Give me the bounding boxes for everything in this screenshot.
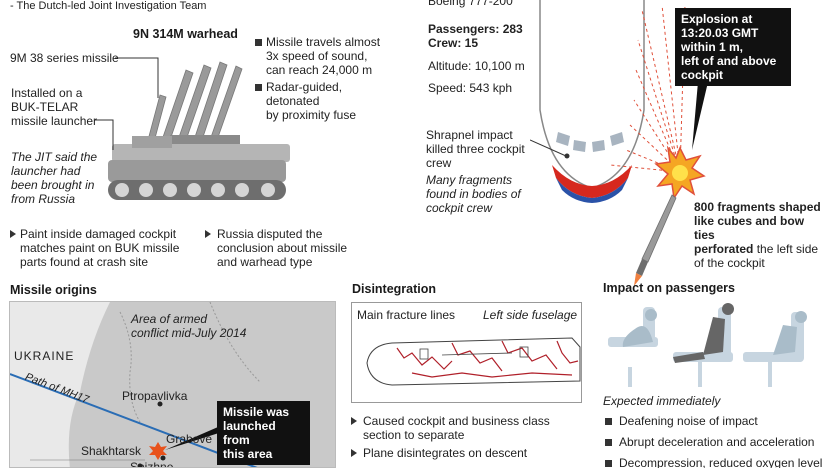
aircraft-model: Boeing 777-200 bbox=[428, 0, 513, 8]
cockpit-diagram bbox=[539, 0, 708, 286]
disintegration-point-2: Plane disintegrates on descent bbox=[351, 446, 527, 460]
missile-label: 9M 38 series missile bbox=[10, 51, 119, 65]
missile-fact-1: Missile travels almost 3x speed of sound… bbox=[255, 35, 380, 77]
crew-count: Crew: 15 bbox=[428, 36, 479, 50]
passengers-illustration bbox=[608, 303, 807, 387]
explosion-callout: Explosion at 13:20.03 GMT within 1 m, le… bbox=[675, 8, 791, 86]
conflict-area-label: Area of armed conflict mid-July 2014 bbox=[131, 312, 247, 340]
fracture-diagram: Main fracture lines Left side fuselage bbox=[351, 302, 582, 403]
place-shakhtarsk: Shakhtarsk bbox=[81, 444, 142, 458]
speed: Speed: 543 kph bbox=[428, 81, 513, 95]
fracture-diagram-label: Main fracture lines bbox=[357, 308, 456, 322]
arrow-bullet-icon bbox=[351, 449, 357, 457]
finding-russia: Russia disputed the conclusion about mis… bbox=[205, 227, 347, 269]
fuselage-red-stripe bbox=[552, 165, 632, 198]
fragments-note: Many fragments found in bodies of cockpi… bbox=[426, 173, 521, 215]
arrow-bullet-icon bbox=[205, 230, 211, 238]
arrow-bullet-icon bbox=[10, 230, 16, 238]
impact-effect-1: Deafening noise of impact bbox=[605, 414, 758, 428]
origins-map: Area of armed conflict mid-July 2014 UKR… bbox=[9, 301, 336, 468]
launch-callout: Missile was launched from this area bbox=[217, 401, 310, 465]
explosion-icon bbox=[654, 145, 706, 201]
fuselage-blue-stripe bbox=[556, 178, 628, 203]
disintegration-point-1: Caused cockpit and business class sectio… bbox=[351, 414, 550, 442]
missile-pointer-lines bbox=[95, 57, 159, 150]
fuselage-side-label: Left side fuselage bbox=[483, 308, 578, 322]
fracture-lines bbox=[396, 340, 579, 378]
jit-note: The JIT said the launcher had been broug… bbox=[11, 150, 98, 206]
altitude: Altitude: 10,100 m bbox=[428, 59, 525, 73]
source-note: - The Dutch-led Joint Investigation Team bbox=[10, 0, 207, 12]
place-grabove: Grabove bbox=[166, 432, 213, 446]
place-snizhne: Snizhne bbox=[130, 460, 174, 468]
bullet-icon bbox=[255, 84, 262, 91]
buk-launcher-illustration bbox=[108, 61, 290, 200]
passenger-count: Passengers: 283 bbox=[428, 22, 523, 36]
country-label: UKRAINE bbox=[14, 349, 75, 363]
fragments-description: 800 fragments shaped like cubes and bow … bbox=[694, 200, 821, 270]
launch-site-icon bbox=[149, 442, 167, 460]
incoming-missile-icon bbox=[634, 194, 677, 286]
place-ptropavlivka: Ptropavlivka bbox=[122, 389, 188, 403]
launcher-label: Installed on a BUK-TELAR missile launche… bbox=[11, 86, 98, 128]
shrapnel-note: Shrapnel impact killed three cockpit cre… bbox=[426, 128, 525, 170]
disintegration-title: Disintegration bbox=[352, 282, 437, 296]
passenger-seat-1 bbox=[608, 307, 658, 387]
impact-title: Impact on passengers bbox=[603, 281, 735, 295]
impact-effect-3: Decompression, reduced oxygen level bbox=[605, 456, 822, 468]
bullet-icon bbox=[605, 418, 612, 425]
bullet-icon bbox=[605, 439, 612, 446]
missile-origins-title: Missile origins bbox=[10, 283, 97, 297]
expected-label: Expected immediately bbox=[603, 394, 721, 408]
shrapnel-pointer bbox=[530, 139, 570, 159]
impact-effect-2: Abrupt deceleration and acceleration bbox=[605, 435, 814, 449]
bullet-icon bbox=[605, 460, 612, 467]
bullet-icon bbox=[255, 39, 262, 46]
warhead-title: 9N 314M warhead bbox=[133, 27, 238, 41]
passenger-seat-3 bbox=[743, 311, 807, 387]
passenger-seat-2 bbox=[673, 303, 734, 387]
arrow-bullet-icon bbox=[351, 417, 357, 425]
missile-fact-2: Radar-guided, detonated by proximity fus… bbox=[255, 80, 356, 122]
finding-paint: Paint inside damaged cockpit matches pai… bbox=[10, 227, 179, 269]
